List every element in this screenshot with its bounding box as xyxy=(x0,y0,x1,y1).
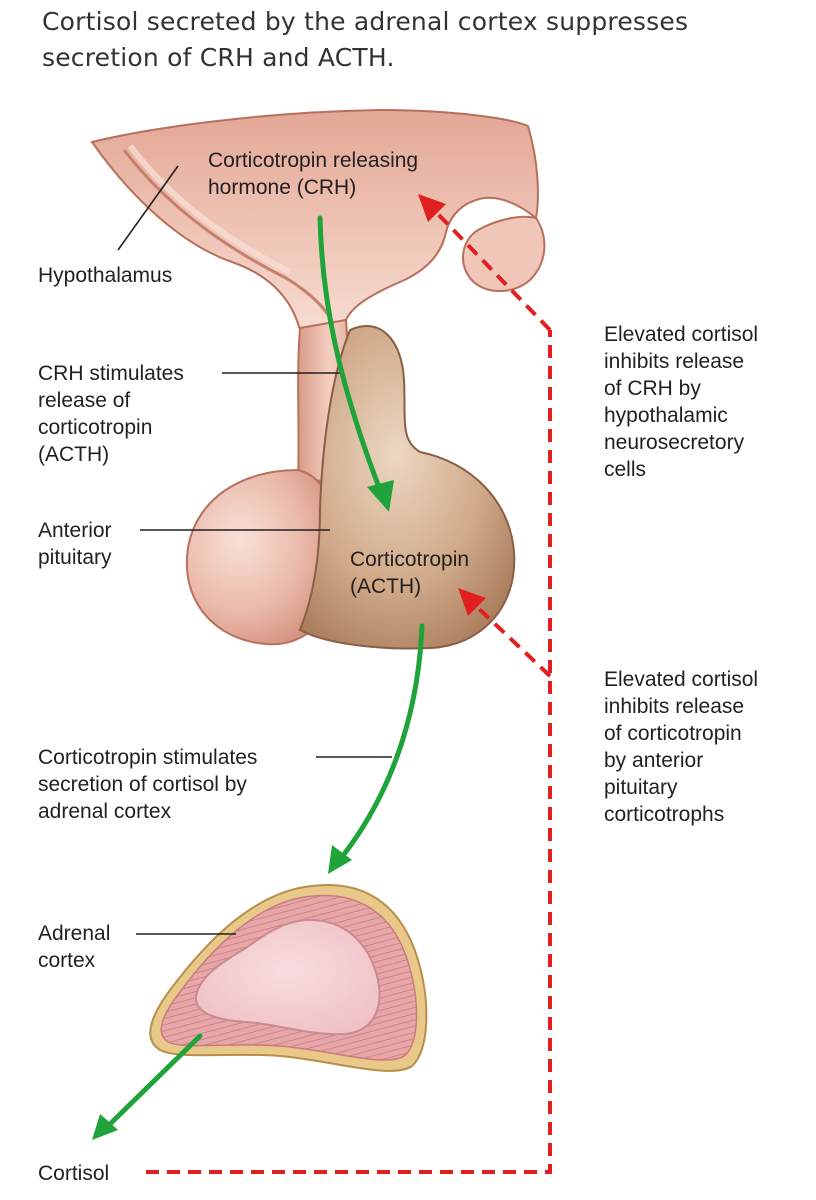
inhibit-acth-line-5: pituitary xyxy=(604,776,678,799)
inhibit-acth-line-6: corticotrophs xyxy=(604,803,725,826)
cortisol-feedback-line xyxy=(146,330,552,1174)
inhibit-acth-line-4: by anterior xyxy=(604,749,704,772)
crh-hormone-label: Corticotropin releasing hormone (CRH) xyxy=(208,147,418,201)
caption-line-1: Cortisol secreted by the adrenal cortex … xyxy=(42,7,689,36)
crh-hormone-line-2: hormone (CRH) xyxy=(208,176,357,199)
inhibit-crh-line-1: Elevated cortisol xyxy=(604,323,759,346)
adrenal-gland xyxy=(149,884,428,1072)
acth-stimulates-line-2: secretion of cortisol by xyxy=(38,773,247,796)
acth-inhibition-arrowhead xyxy=(458,588,486,616)
hypothalamus-tissue xyxy=(90,108,546,332)
hypothalamus-label: Hypothalamus xyxy=(38,264,173,287)
adrenal-cortex-line-1: Adrenal xyxy=(38,922,111,945)
crh-hormone-line-1: Corticotropin releasing xyxy=(208,149,419,172)
figure-caption: Cortisol secreted by the adrenal cortex … xyxy=(42,4,688,76)
crh-inhibition-arrowhead xyxy=(418,194,446,222)
acth-inhibition-line xyxy=(474,604,552,678)
caption-line-2: secretion of CRH and ACTH. xyxy=(42,43,395,72)
inhibit-acth-label: Elevated cortisol inhibits release of co… xyxy=(604,666,758,828)
anterior-pituitary-label: Anterior pituitary xyxy=(38,517,112,571)
anterior-pituitary-line-1: Anterior xyxy=(38,519,112,542)
inhibit-crh-line-3: of CRH by xyxy=(604,377,701,400)
crh-stimulates-line-2: release of xyxy=(38,389,131,412)
inhibit-crh-line-4: hypothalamic xyxy=(604,404,728,427)
inhibit-crh-label: Elevated cortisol inhibits release of CR… xyxy=(604,321,758,483)
inhibit-acth-line-3: of corticotropin xyxy=(604,722,742,745)
crh-stimulates-line-4: (ACTH) xyxy=(38,443,110,466)
inhibit-crh-line-5: neurosecretory xyxy=(604,431,745,454)
acth-stimulation-arrow xyxy=(335,623,425,865)
adrenal-cortex-line-2: cortex xyxy=(38,949,96,972)
crh-stimulates-line-1: CRH stimulates xyxy=(38,362,184,385)
crh-stimulates-line-3: corticotropin xyxy=(38,416,153,439)
acth-arrowhead xyxy=(328,845,352,874)
hypothalamus-leader xyxy=(117,165,179,251)
crh-stimulates-label: CRH stimulates release of corticotropin … xyxy=(38,360,184,468)
inhibit-crh-line-2: inhibits release xyxy=(604,350,745,373)
cortisol-output-arrow xyxy=(105,1033,203,1129)
acth-line-1: Corticotropin xyxy=(350,548,470,571)
anterior-pituitary-line-2: pituitary xyxy=(38,546,112,569)
adrenal-cortex-label: Adrenal cortex xyxy=(38,920,110,974)
acth-stimulates-label: Corticotropin stimulates secretion of co… xyxy=(38,744,257,825)
acth-label: Corticotropin (ACTH) xyxy=(350,546,469,600)
acth-line-2: (ACTH) xyxy=(350,575,422,598)
inhibit-acth-line-2: inhibits release xyxy=(604,695,745,718)
acth-stimulates-line-3: adrenal cortex xyxy=(38,800,172,823)
cortisol-arrowhead xyxy=(92,1114,118,1140)
crh-inhibition-line xyxy=(434,210,552,332)
inhibit-acth-line-1: Elevated cortisol xyxy=(604,668,759,691)
inhibit-crh-line-6: cells xyxy=(604,458,647,481)
acth-stimulates-line-1: Corticotropin stimulates xyxy=(38,746,258,769)
crh-stimulation-arrow xyxy=(317,215,383,493)
cortisol-label: Cortisol xyxy=(38,1162,110,1185)
crh-arrowhead xyxy=(367,480,394,512)
